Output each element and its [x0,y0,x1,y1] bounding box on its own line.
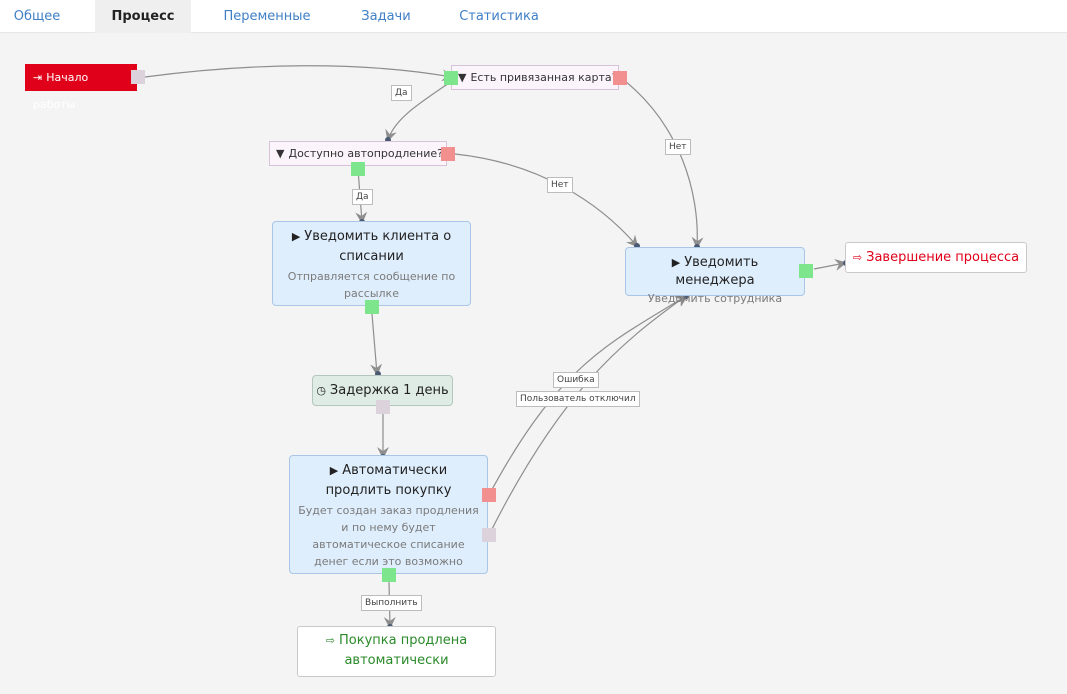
delay-output-port[interactable] [376,400,390,414]
condition-has-card-label: Есть привязанная карта? [470,71,618,84]
start-output-port[interactable] [131,70,145,84]
sign-in-icon: ⇥ [33,71,43,84]
tab-process[interactable]: Процесс [95,0,191,33]
edge-notify-to-delay [370,313,383,376]
start-node[interactable]: ⇥Начало работы [25,64,137,111]
has-card-yes-port[interactable] [444,71,458,85]
end-finish-process-label: Завершение процесса [866,250,1020,265]
edge-manager-to-finish [813,259,847,271]
edges-layer [144,65,849,630]
sign-out-icon: ⇨ [325,634,335,647]
edge-label-error: Ошибка [553,372,599,388]
edge-label-done: Выполнить [361,595,422,611]
task-notify-client-desc: Отправляется сообщение по рассылке [287,270,456,300]
task-notify-manager-desc: Уведомить сотрудника [647,292,783,305]
condition-autorenew-label: Доступно автопродление? [288,147,443,160]
edge-card-no [619,76,704,249]
autorenew-yes-port[interactable] [351,162,365,176]
tab-bar: Общее Процесс Переменные Задачи Статисти… [0,0,1067,33]
edge-autorenew-no [454,153,639,248]
edge-label-no: Нет [547,177,573,193]
task-notify-client[interactable]: ▶Уведомить клиента о списании Отправляет… [272,221,471,306]
task-notify-manager[interactable]: ▶Уведомить менеджера Уведомить сотрудник… [625,247,805,305]
edge-extend-disabled [488,294,688,536]
has-card-no-port[interactable] [613,71,627,85]
notify-manager-output-port[interactable] [799,264,813,278]
edge-card-yes [385,80,453,142]
end-finish-process[interactable]: ⇨Завершение процесса [845,242,1027,273]
edge-label-user-disabled: Пользователь отключил [516,391,640,407]
edge-label-yes: Да [391,85,412,101]
task-auto-extend-desc: Будет создан заказ продления и по нему б… [298,504,479,568]
tab-tasks[interactable]: Задачи [361,9,411,24]
edge-label-yes: Да [352,189,373,205]
sign-out-icon: ⇨ [852,251,863,264]
end-purchase-extended-label: Покупка продлена автоматически [339,633,468,668]
task-auto-extend[interactable]: ▶Автоматически продлить покупку Будет со… [289,455,488,574]
edge-start-to-card [144,65,454,82]
edge-label-no: Нет [665,139,691,155]
auto-extend-done-port[interactable] [382,568,396,582]
play-icon: ▶ [329,464,339,477]
clock-icon: ◷ [316,384,326,397]
tab-variables[interactable]: Переменные [223,9,311,24]
notify-client-output-port[interactable] [365,300,379,314]
delay-label: Задержка 1 день [329,383,449,398]
condition-has-card[interactable]: ▼Есть привязанная карта? [451,65,619,90]
task-notify-manager-title: Уведомить менеджера [675,255,759,288]
play-icon: ▶ [671,256,681,269]
auto-extend-disabled-port[interactable] [482,528,496,542]
play-icon: ▶ [291,230,301,243]
task-auto-extend-title: Автоматически продлить покупку [325,463,452,498]
auto-extend-error-port[interactable] [482,488,496,502]
tab-statistics[interactable]: Статистика [459,9,539,24]
autorenew-no-port[interactable] [441,147,455,161]
filter-icon: ▼ [458,71,467,84]
start-label: Начало работы [33,71,89,111]
task-notify-client-title: Уведомить клиента о списании [304,229,452,264]
edge-extend-error [488,294,688,496]
process-canvas[interactable]: ⇥Начало работы ▼Есть привязанная карта? … [0,33,1067,694]
tab-general[interactable]: Общее [13,9,61,24]
filter-icon: ▼ [276,147,285,160]
end-purchase-extended[interactable]: ⇨ Покупка продлена автоматически [297,626,496,677]
